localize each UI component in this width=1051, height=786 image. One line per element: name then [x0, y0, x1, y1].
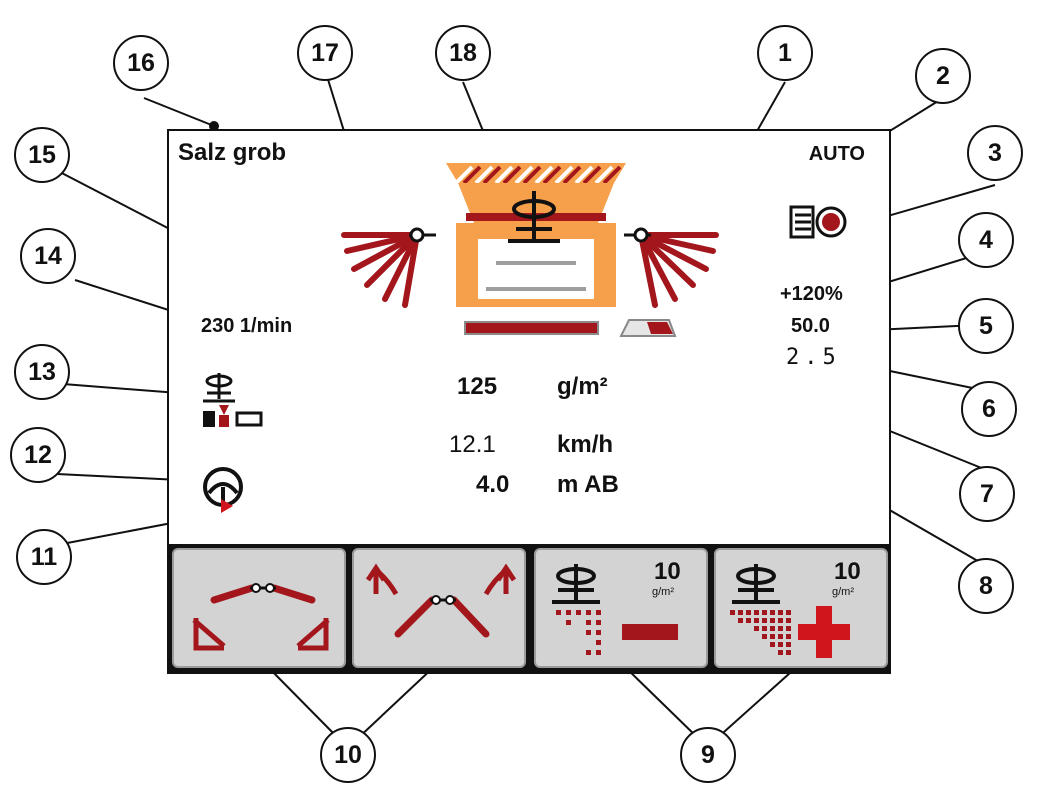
callout-17: 17 [297, 25, 353, 81]
callout-12: 12 [10, 427, 66, 483]
right-boom-spread-icon [624, 227, 719, 308]
callout-1: 1 [757, 25, 813, 81]
spread-width-narrow-icon [192, 583, 330, 651]
rate-minus-step-unit: g/m² [652, 586, 674, 598]
callout-9: 9 [680, 727, 736, 783]
terminal-screen: Salz grob AUTO [167, 129, 891, 674]
spread-width-wide-icon [365, 563, 517, 638]
softkey-bar: 10 g/m² [169, 544, 889, 672]
tractor-steering-icon [203, 467, 243, 513]
application-rate-unit: g/m² [557, 373, 608, 400]
product-name: Salz grob [178, 139, 287, 166]
rate-decrease-icon [552, 564, 678, 655]
softkey-raise-boom[interactable] [352, 548, 526, 668]
callout-3: 3 [967, 125, 1023, 181]
callout-16: 16 [113, 35, 169, 91]
speed-unit: km/h [557, 431, 614, 458]
working-width-value: 4.0 [476, 471, 510, 498]
callout-10: 10 [320, 727, 376, 783]
rate-minus-step-value: 10 [654, 558, 681, 585]
rate-increase-icon [730, 564, 850, 658]
callout-7: 7 [959, 466, 1015, 522]
quantity-change-value: +120% [780, 283, 843, 305]
callout-13: 13 [14, 344, 70, 400]
left-boom-spread-icon [341, 227, 436, 308]
spreader-machine-icon [446, 163, 626, 307]
working-width-unit: m AB [557, 471, 619, 498]
border-spread-icon [619, 319, 677, 337]
callout-2: 2 [915, 48, 971, 104]
callout-15: 15 [14, 127, 70, 183]
callout-14: 14 [20, 228, 76, 284]
mode-indicator: AUTO [808, 143, 865, 165]
callout-4: 4 [958, 212, 1014, 268]
softkey-lower-boom[interactable] [172, 548, 346, 668]
speed-value: 12.1 [449, 431, 496, 458]
flow-value: 50.0 [791, 315, 830, 337]
callout-8: 8 [958, 558, 1014, 614]
rate-plus-step-unit: g/m² [832, 586, 854, 598]
callout-18: 18 [435, 25, 491, 81]
rate-plus-step-value: 10 [834, 558, 861, 585]
callout-11: 11 [16, 529, 72, 585]
callout-5: 5 [958, 298, 1014, 354]
application-rate-value: 125 [457, 373, 498, 400]
softkey-rate-minus[interactable]: 10 g/m² [534, 548, 708, 668]
disc-speed-value: 230 1/min [201, 315, 293, 337]
small-value: 2.5 [786, 345, 841, 370]
flow-sensor-icon [789, 205, 847, 239]
callout-6: 6 [961, 381, 1017, 437]
shutter-position-bar [464, 321, 599, 335]
disc-adjust-icon [203, 373, 263, 427]
softkey-rate-plus[interactable]: 10 g/m² [714, 548, 888, 668]
